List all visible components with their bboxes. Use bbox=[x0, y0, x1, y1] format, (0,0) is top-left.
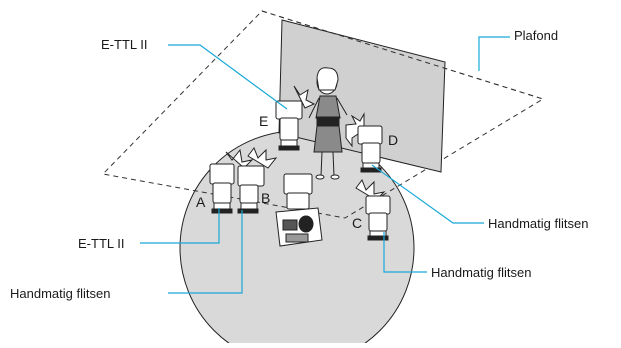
label-ettl-top: E-TTL II bbox=[101, 38, 147, 51]
flash-letter-a: A bbox=[196, 195, 205, 209]
label-manual-c: Handmatig flitsen bbox=[431, 266, 531, 279]
label-plafond: Plafond bbox=[514, 29, 558, 42]
camera-mounted-flash bbox=[284, 174, 312, 209]
callout-line-ettl-top bbox=[168, 45, 287, 109]
flash-letter-b: B bbox=[261, 191, 270, 205]
label-ettl-bottom: E-TTL II bbox=[78, 237, 124, 250]
flash-letter-d: D bbox=[388, 133, 398, 147]
label-manual-bottom-left: Handmatig flitsen bbox=[10, 287, 110, 300]
flash-letter-c: C bbox=[352, 216, 362, 230]
flash-letter-e: E bbox=[259, 114, 268, 128]
label-manual-d: Handmatig flitsen bbox=[488, 217, 588, 230]
callout-line-plafond bbox=[479, 37, 510, 71]
camera-body bbox=[276, 208, 322, 246]
